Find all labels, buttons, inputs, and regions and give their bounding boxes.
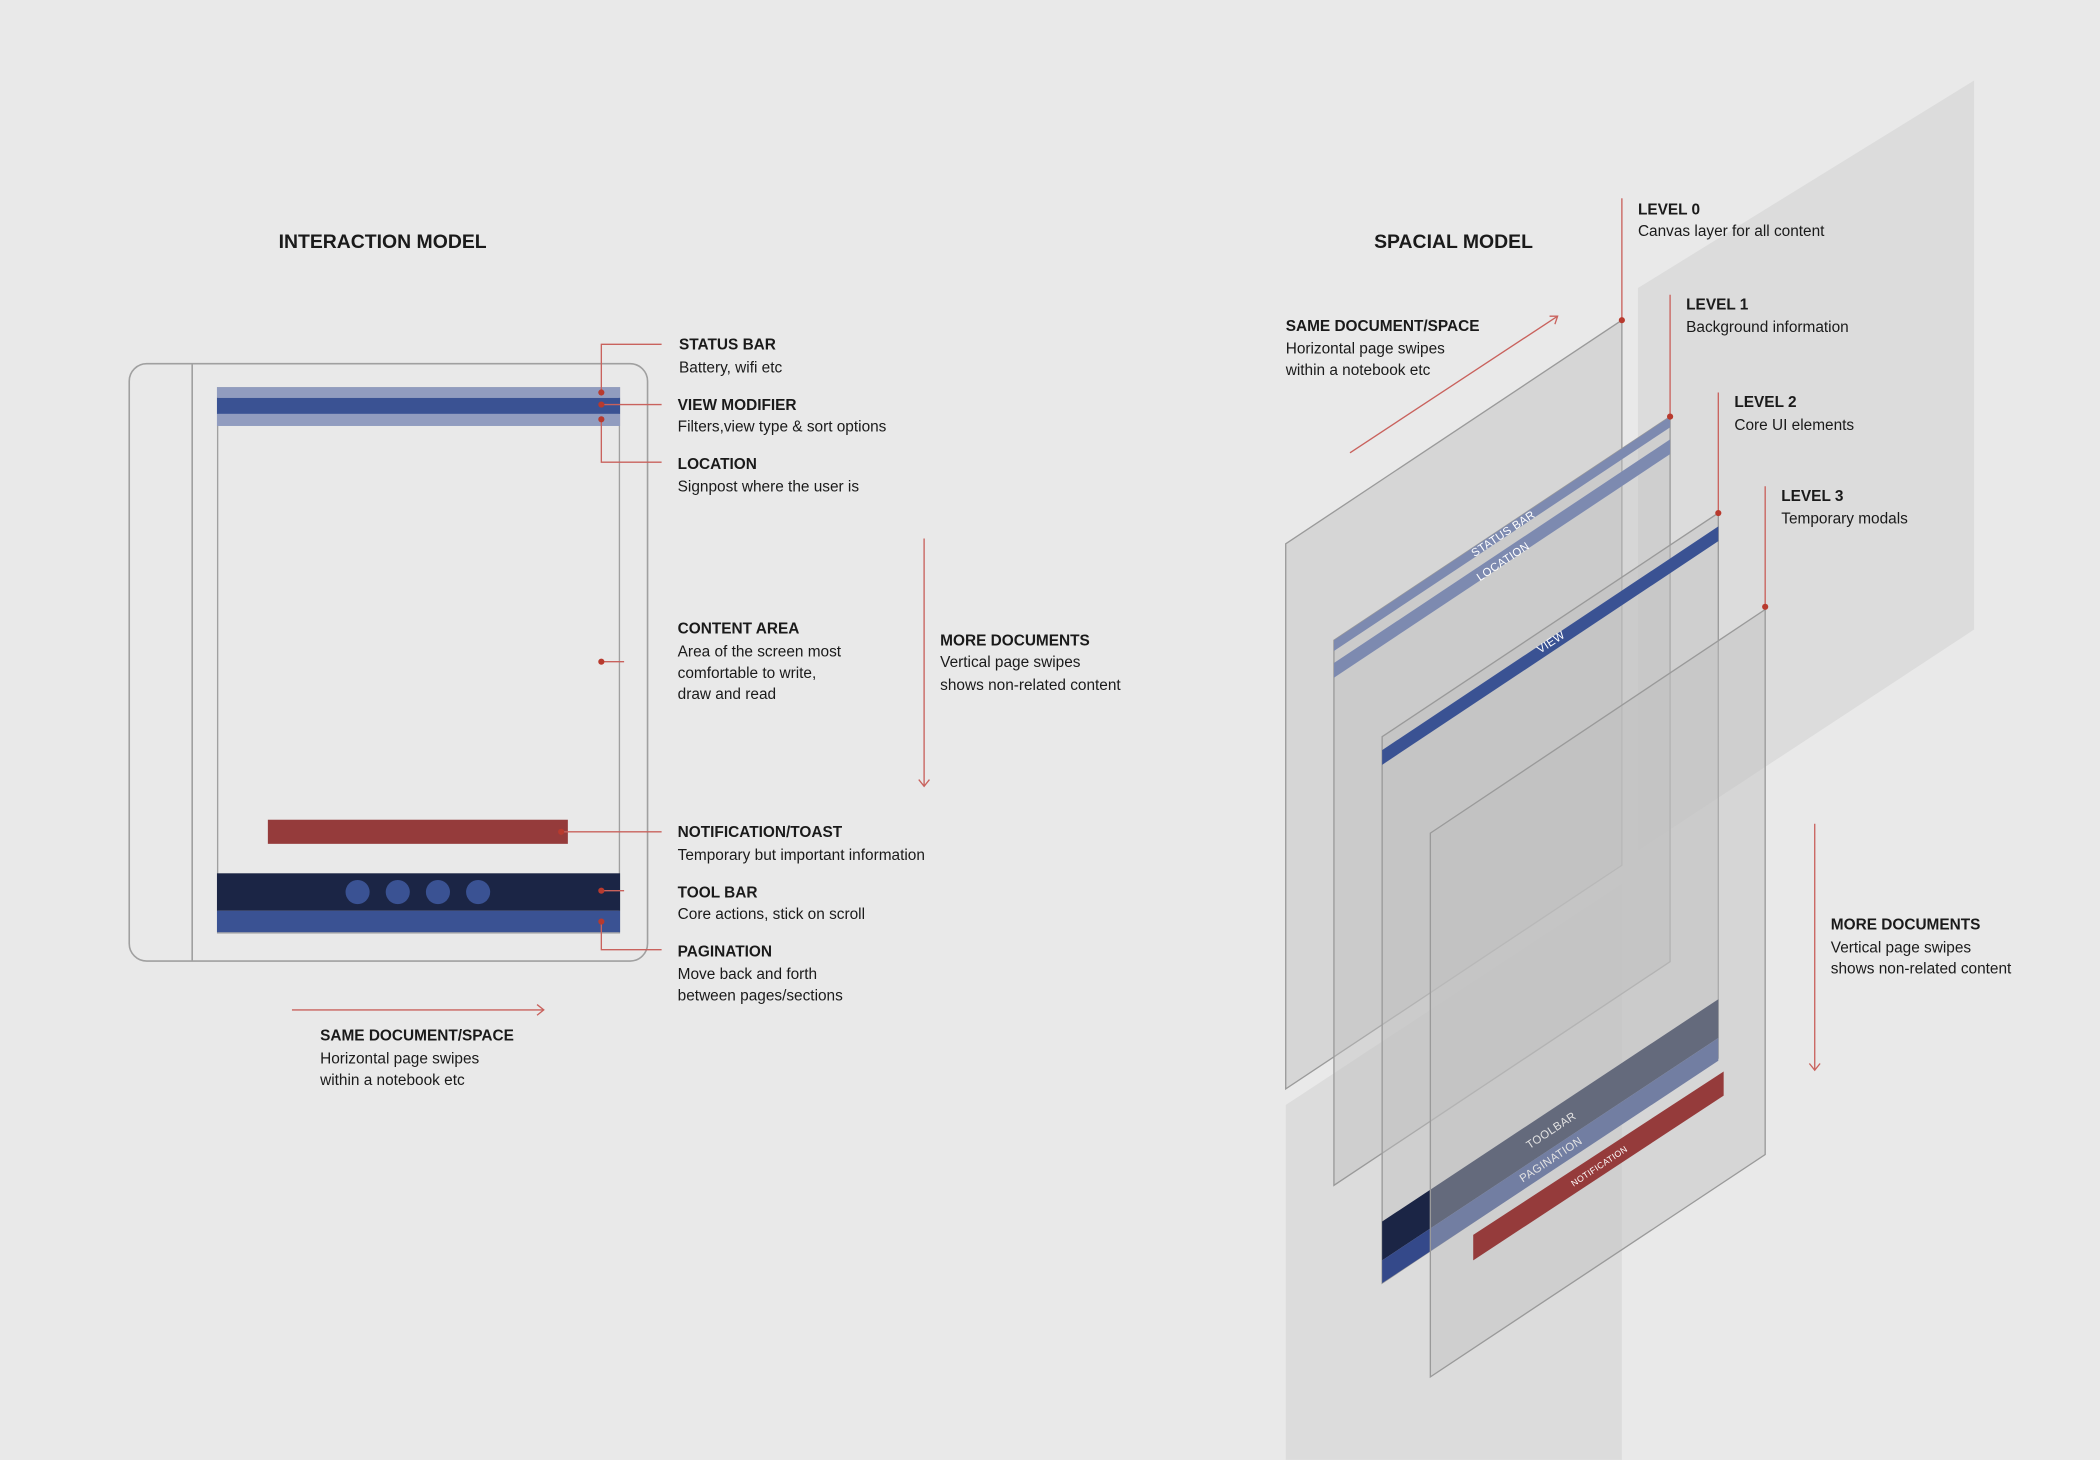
pagination-bar — [216, 910, 621, 933]
toolbar-action-icon — [425, 880, 450, 905]
level-0-label: LEVEL 0 Canvas layer for all content — [1638, 201, 1825, 239]
callout-notification: NOTIFICATION/TOAST Temporary but importa… — [678, 824, 925, 864]
svg-text:LEVEL 0: LEVEL 0 — [1638, 201, 1700, 218]
svg-text:shows non-related content: shows non-related content — [940, 677, 1121, 694]
callout-view-modifier: VIEW MODIFIER Filters,view type & sort o… — [678, 397, 887, 435]
status-bar — [216, 387, 621, 398]
svg-text:Canvas layer for all content: Canvas layer for all content — [1638, 223, 1825, 240]
svg-text:CONTENT AREA: CONTENT AREA — [678, 621, 800, 638]
device-screen — [216, 387, 621, 934]
svg-text:VIEW MODIFIER: VIEW MODIFIER — [678, 397, 797, 414]
svg-text:MORE DOCUMENTS: MORE DOCUMENTS — [1831, 917, 1981, 934]
svg-text:comfortable to write,: comfortable to write, — [678, 665, 817, 682]
location-band — [1333, 439, 1671, 678]
same-document-note: SAME DOCUMENT/SPACE Horizontal page swip… — [291, 1004, 545, 1089]
svg-text:within a notebook etc: within a notebook etc — [319, 1072, 465, 1089]
pagination-band — [1382, 1038, 1719, 1284]
svg-text:Filters,view type & sort optio: Filters,view type & sort options — [678, 418, 887, 435]
svg-text:LOCATION: LOCATION — [678, 456, 757, 473]
svg-text:STATUS BAR: STATUS BAR — [679, 337, 776, 354]
callout-pagination: PAGINATION Move back and forth between p… — [678, 943, 843, 1004]
svg-text:LEVEL 3: LEVEL 3 — [1781, 488, 1843, 505]
svg-text:Temporary modals: Temporary modals — [1781, 511, 1908, 528]
view-band — [1382, 526, 1719, 765]
svg-text:Core UI elements: Core UI elements — [1734, 417, 1854, 434]
status-bar-band — [1333, 416, 1671, 651]
interaction-model-title: INTERACTION MODEL — [279, 231, 487, 253]
interaction-model: INTERACTION MODEL — [128, 231, 1121, 1089]
level-3-plane — [1429, 608, 1766, 1379]
svg-text:SAME DOCUMENT/SPACE: SAME DOCUMENT/SPACE — [1286, 318, 1480, 335]
notification-toast — [267, 819, 568, 844]
callout-toolbar: TOOL BAR Core actions, stick on scroll — [678, 884, 865, 922]
svg-text:SAME DOCUMENT/SPACE: SAME DOCUMENT/SPACE — [320, 1028, 514, 1045]
toolbar-action-icon — [466, 880, 491, 905]
svg-text:Vertical page swipes: Vertical page swipes — [1831, 939, 1972, 956]
more-documents-note: MORE DOCUMENTS Vertical page swipes show… — [918, 538, 1121, 788]
callout-content-area: CONTENT AREA Area of the screen most com… — [678, 621, 842, 704]
toolbar-action-icon — [385, 880, 410, 905]
spacial-model: SPACIAL MODEL STATUS BAR LOCATION VIEW T… — [1285, 80, 2012, 1460]
toolbar-band — [1382, 999, 1719, 1261]
backdrop-plane — [1285, 884, 1622, 1460]
level-2-label: LEVEL 2 Core UI elements — [1734, 394, 1854, 434]
toolbar — [216, 873, 621, 911]
diagonal-arrow-icon — [1349, 315, 1558, 454]
device-frame — [128, 362, 649, 962]
notification-band — [1473, 1071, 1724, 1261]
svg-text:PAGINATION: PAGINATION — [678, 943, 772, 960]
svg-text:within a notebook etc: within a notebook etc — [1285, 362, 1431, 379]
svg-text:Signpost where the user is: Signpost where the user is — [678, 479, 860, 496]
svg-text:Horizontal page swipes: Horizontal page swipes — [1286, 341, 1445, 358]
svg-text:draw and read: draw and read — [678, 686, 776, 703]
svg-text:MORE DOCUMENTS: MORE DOCUMENTS — [940, 633, 1090, 650]
svg-text:Background information: Background information — [1686, 319, 1849, 336]
svg-text:Move back and forth: Move back and forth — [678, 966, 817, 983]
spacial-more-documents-note: MORE DOCUMENTS Vertical page swipes show… — [1808, 823, 2012, 1072]
svg-text:between pages/sections: between pages/sections — [678, 988, 843, 1005]
svg-text:TOOL BAR: TOOL BAR — [678, 884, 758, 901]
callout-status-bar: STATUS BAR Battery, wifi etc — [679, 337, 783, 377]
svg-text:Horizontal page swipes: Horizontal page swipes — [320, 1050, 479, 1067]
spacial-same-document-note: SAME DOCUMENT/SPACE Horizontal page swip… — [1285, 315, 1559, 454]
svg-text:LEVEL 1: LEVEL 1 — [1686, 296, 1749, 313]
svg-text:Battery, wifi etc: Battery, wifi etc — [679, 359, 783, 376]
callout-lines — [558, 343, 662, 951]
svg-text:Temporary but important inform: Temporary but important information — [678, 847, 925, 864]
callout-location: LOCATION Signpost where the user is — [678, 456, 860, 496]
level-callouts — [1618, 198, 1769, 610]
level-3-label: LEVEL 3 Temporary modals — [1781, 488, 1908, 528]
svg-text:Core actions, stick on scroll: Core actions, stick on scroll — [678, 906, 865, 923]
spacial-model-title: SPACIAL MODEL — [1374, 231, 1533, 253]
view-modifier-bar — [216, 397, 621, 414]
svg-text:LEVEL 2: LEVEL 2 — [1734, 394, 1796, 411]
svg-text:Vertical page swipes: Vertical page swipes — [940, 654, 1081, 671]
svg-text:Area of the screen most: Area of the screen most — [678, 643, 842, 660]
location-bar — [216, 413, 621, 426]
svg-text:shows non-related content: shows non-related content — [1831, 961, 2012, 978]
svg-text:NOTIFICATION/TOAST: NOTIFICATION/TOAST — [678, 824, 843, 841]
toolbar-action-icon — [345, 880, 370, 905]
backdrop-plane — [1637, 80, 1975, 851]
level-1-label: LEVEL 1 Background information — [1686, 296, 1849, 336]
